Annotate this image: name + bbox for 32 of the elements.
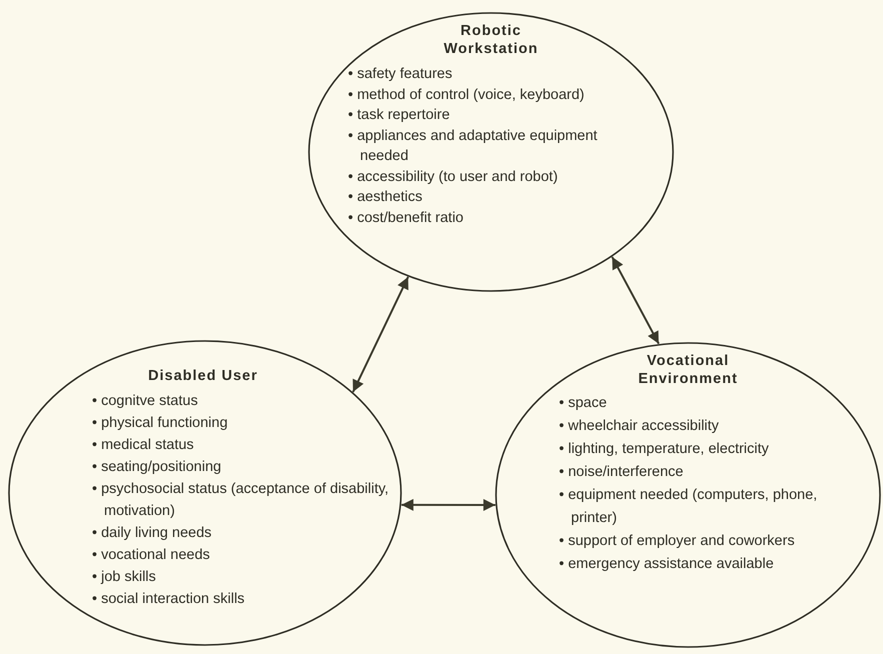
ellipse-heading: Robotic Workstation xyxy=(442,22,540,58)
bullet-item: • vocational needs xyxy=(92,546,211,565)
bullet-item: • daily living needs xyxy=(92,524,213,543)
bullet-item: • safety features xyxy=(348,65,454,84)
bullet-item: • social interaction skills xyxy=(92,590,246,609)
bullet-item: • aesthetics xyxy=(348,188,424,207)
category-ellipse xyxy=(308,12,674,292)
bullet-item: • method of control (voice, keyboard) xyxy=(348,86,586,104)
bullet-item: • task repertoire xyxy=(348,106,451,125)
bullet-item: • accessibility (to user and robot) xyxy=(348,168,559,186)
category-ellipse xyxy=(8,340,402,646)
bullet-item: • emergency assistance available xyxy=(559,555,775,574)
bullet-item: • seating/positioning xyxy=(92,458,222,477)
bullet-item: • cost/benefit ratio xyxy=(348,208,464,228)
bullet-item: • support of employer and coworkers xyxy=(559,532,796,551)
category-ellipse xyxy=(495,342,881,648)
ellipse-heading: Disabled User xyxy=(147,367,259,385)
bullet-item: • space xyxy=(559,394,608,413)
double-arrow xyxy=(611,256,660,344)
bullet-item: • wheelchair accessibility xyxy=(559,417,720,436)
bullet-item: • appliances and adaptative equipment needed xyxy=(348,126,598,166)
double-arrow xyxy=(401,498,496,511)
bullet-item: • equipment needed (computers, phone, printer) xyxy=(559,486,818,528)
bullet-item: • noise/interference xyxy=(559,463,684,482)
bullet-item: • lighting, temperature, electricity xyxy=(559,440,770,459)
bullet-item: • medical status xyxy=(92,436,195,455)
bullet-item: • job skills xyxy=(92,568,157,587)
bullet-item: • psychosocial status (acceptance of disability, motivation) xyxy=(92,480,390,521)
bullet-item: • physical functioning xyxy=(92,414,229,433)
ellipse-heading: Vocational Environment xyxy=(637,352,739,388)
double-arrow xyxy=(352,276,410,392)
bullet-item: • cognitve status xyxy=(92,392,199,411)
